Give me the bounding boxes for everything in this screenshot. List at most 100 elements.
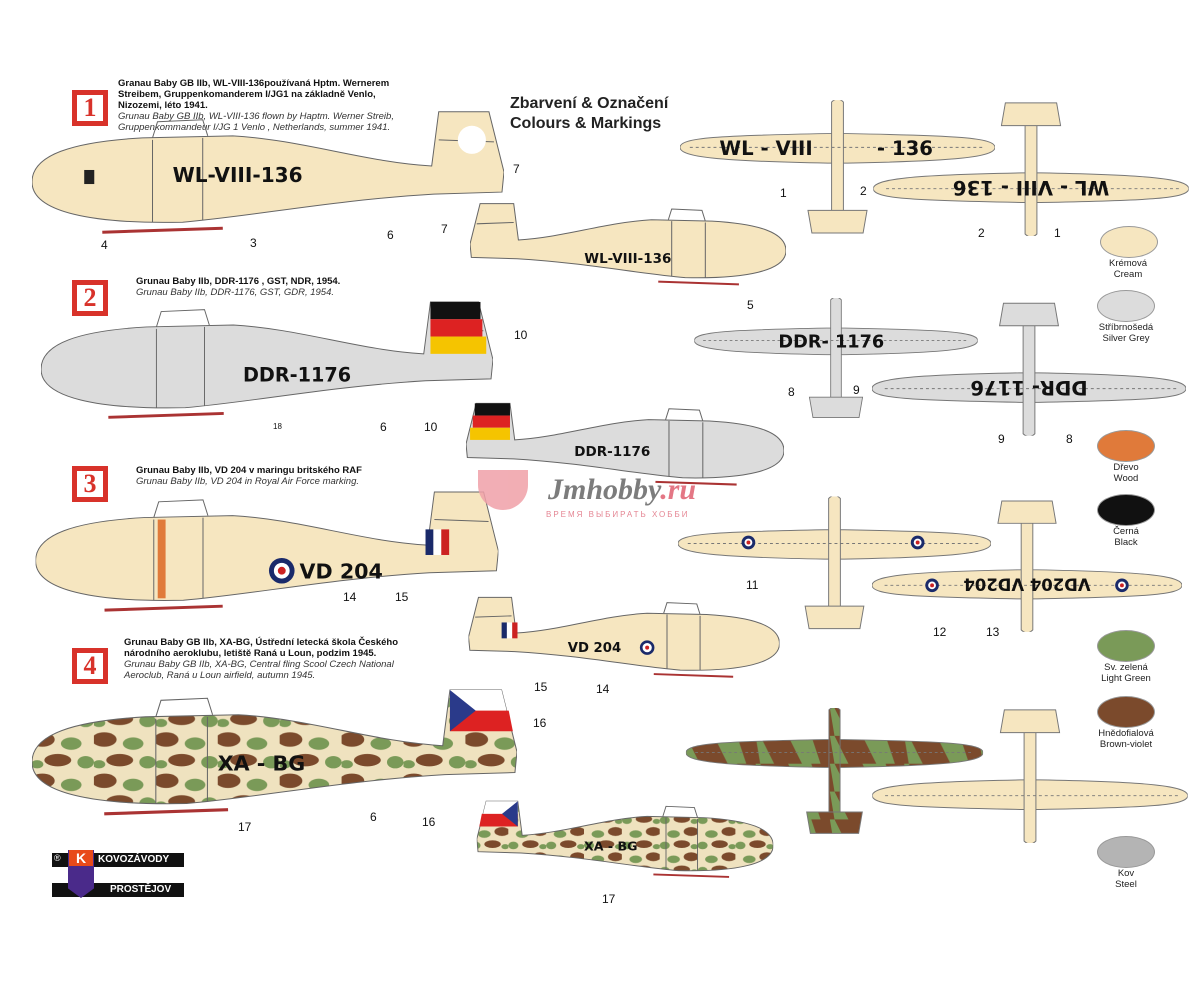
glider-profile-2-side2: DDR-1176 xyxy=(466,400,784,492)
scheme-badge-1: 1 xyxy=(72,90,108,126)
callout-number: 6 xyxy=(370,810,377,824)
colour-cz: Černá xyxy=(1113,526,1139,537)
badge-number: 3 xyxy=(77,471,103,497)
swatch-wood xyxy=(1097,430,1155,462)
caption-cz: Grunau Baby IIb, DDR-1176 , GST, NDR, 19… xyxy=(136,276,341,287)
colour-en: Cream xyxy=(1113,269,1143,280)
callout-number: 15 xyxy=(534,680,548,694)
scheme-caption-3: Grunau Baby IIb, VD 204 v maringu britsk… xyxy=(136,465,436,487)
callout-number: 7 xyxy=(513,162,520,176)
colour-cz: Dřevo xyxy=(1113,462,1139,473)
scheme-caption-1: Granau Baby GB IIb, WL-VIII-136používaná… xyxy=(118,78,418,133)
callout-number: 8 xyxy=(788,385,795,399)
registration-text: DDR-1176 xyxy=(243,364,351,387)
caption-en: Grunau Baby IIb, VD 204 in Royal Air For… xyxy=(136,476,359,487)
logo-line1: KOVOZÁVODY xyxy=(98,854,170,865)
callout-number: 14 xyxy=(596,682,610,696)
emblem-icon xyxy=(84,169,95,185)
logo-mark: K xyxy=(69,850,93,866)
callout-number: 17 xyxy=(238,820,252,834)
registration-text: VD 204 xyxy=(299,560,382,584)
registration-text: WL - VIII - 136 xyxy=(953,176,1109,199)
colour-cz: Kov xyxy=(1117,868,1135,879)
registration-text: WL-VIII-136 xyxy=(584,252,671,267)
glider-profile-4-side2: XA - BG xyxy=(466,800,784,882)
scheme-caption-4: Grunau Baby GB IIb, XA-BG, Ústřední lete… xyxy=(124,637,414,681)
watermark-slogan: ВРЕМЯ ВЫБИРАТЬ ХОББИ xyxy=(546,510,690,519)
colour-en: Silver Grey xyxy=(1102,333,1150,344)
ship-icon xyxy=(478,470,528,510)
glider-profile-3-side2: VD 204 xyxy=(466,596,782,682)
callout-number: 16 xyxy=(422,815,436,829)
badge-number: 1 xyxy=(77,95,103,121)
swatch-brown-violet xyxy=(1097,696,1155,728)
registration-text: - 136 xyxy=(877,137,933,160)
swatch-steel xyxy=(1097,836,1155,868)
scheme-badge-3: 3 xyxy=(72,466,108,502)
swatch-black xyxy=(1097,494,1155,526)
registration-text: WL-VIII-136 xyxy=(173,163,303,187)
top-view-1-upper: WL - VIII - 136 xyxy=(680,100,995,238)
callout-number: 18 xyxy=(273,422,282,431)
callout-number: 10 xyxy=(424,420,438,434)
glider-profile-1: WL-VIII-136 xyxy=(32,100,504,250)
colour-en: Brown-violet xyxy=(1099,739,1153,750)
callout-number: 5 xyxy=(747,298,754,312)
badge-number: 2 xyxy=(77,285,103,311)
registration-text: XA - BG xyxy=(218,751,305,775)
scheme-badge-4: 4 xyxy=(72,648,108,684)
colour-en: Light Green xyxy=(1101,673,1151,684)
watermark-name: Jmhobby xyxy=(548,473,661,506)
callout-number: 9 xyxy=(853,383,860,397)
glider-profile-2: DDR-1176 xyxy=(32,300,502,425)
swatch-silver-grey xyxy=(1097,290,1155,322)
badge-number: 4 xyxy=(77,653,103,679)
registration-text: VD204 VD204 xyxy=(963,575,1090,594)
callout-number: 4 xyxy=(101,238,108,252)
top-view-3-lower: VD204 VD204 xyxy=(872,495,1182,633)
colour-en: Steel xyxy=(1115,879,1137,890)
callout-number: 14 xyxy=(343,590,357,604)
caption-cz: Grunau Baby IIb, VD 204 v maringu britsk… xyxy=(136,465,362,476)
callout-number: 1 xyxy=(780,186,787,200)
caption-en: Grunau Baby IIb, DDR-1176, GST, GDR, 195… xyxy=(136,287,335,298)
callout-number: 16 xyxy=(533,716,547,730)
callout-number: 9 xyxy=(998,432,1005,446)
callout-number: 15 xyxy=(395,590,409,604)
callout-number: 3 xyxy=(250,236,257,250)
registration-text: DDR-1176 xyxy=(574,444,650,460)
registration-text: DDR- 1176 xyxy=(778,333,884,353)
registration-text: DDR- 1176 xyxy=(970,376,1087,399)
glider-profile-4: XA - BG xyxy=(32,680,517,830)
colour-cz: Sv. zelená xyxy=(1104,662,1148,673)
callout-number: 7 xyxy=(441,222,448,236)
callout-number: 2 xyxy=(860,184,867,198)
callout-number: 2 xyxy=(978,226,985,240)
callout-number: 6 xyxy=(387,228,394,242)
top-view-1-lower: WL - VIII - 136 xyxy=(872,98,1190,236)
title-cz: Zbarvení & Označení xyxy=(510,95,669,112)
scheme-caption-2: Grunau Baby IIb, DDR-1176 , GST, NDR, 19… xyxy=(136,276,436,298)
callout-number: 12 xyxy=(933,625,947,639)
callout-number: 10 xyxy=(514,328,528,342)
callout-number: 8 xyxy=(1066,432,1073,446)
colour-cz: Krémová xyxy=(1108,258,1147,269)
swatch-light-green xyxy=(1097,630,1155,662)
colour-cz: Hnědofialová xyxy=(1098,728,1154,739)
colour-en: Black xyxy=(1114,537,1138,548)
colour-en: Wood xyxy=(1113,473,1139,484)
sheet-title: Zbarvení & Označení Colours & Markings xyxy=(510,94,668,134)
caption-en: Grunau Baby GB IIb, WL-VIII-136 flown by… xyxy=(118,111,394,133)
watermark-tld: .ru xyxy=(660,473,697,506)
callout-number: 13 xyxy=(986,625,1000,639)
swatch-cream xyxy=(1100,226,1158,258)
kovozavody-logo: ® K KOVOZÁVODY PROSTĚJOV xyxy=(52,850,184,898)
top-view-2-upper: DDR- 1176 xyxy=(680,298,992,422)
